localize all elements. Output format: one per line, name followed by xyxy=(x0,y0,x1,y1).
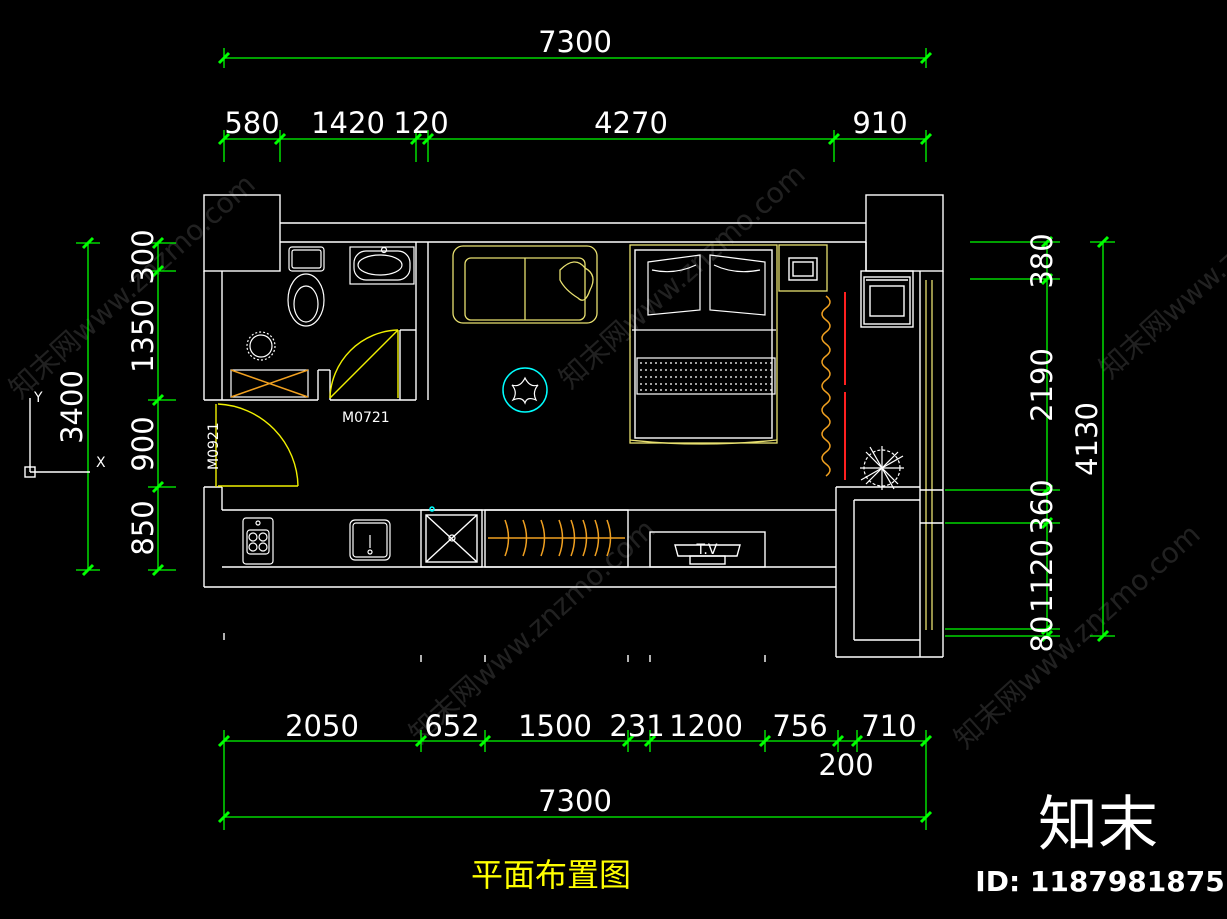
axis-x-label: X xyxy=(96,455,106,471)
right-dimension: 360 xyxy=(1025,479,1059,534)
door-m0921-label: M0921 xyxy=(206,422,222,470)
bed-throw-pattern xyxy=(640,362,772,391)
sofa xyxy=(452,245,598,324)
door-m0721-label: M0721 xyxy=(342,410,390,426)
left-dimensions: 3400 300 1350 900 850 xyxy=(55,229,176,577)
left-dimension: 900 xyxy=(126,416,160,471)
top-dimension: 4270 xyxy=(594,106,668,140)
bottom-dimension: 2050 xyxy=(285,709,359,743)
brand-logo: 知末 xyxy=(1038,790,1158,860)
shower-head xyxy=(230,331,309,398)
tv-label: T.V xyxy=(696,542,718,558)
bottom-dimension: 1200 xyxy=(669,709,743,743)
bottom-total-dimension: 7300 xyxy=(538,784,612,818)
stove xyxy=(242,517,274,565)
top-dimension: 120 xyxy=(393,106,448,140)
bathroom-sink xyxy=(349,246,415,285)
right-dimension: 380 xyxy=(1025,233,1059,288)
asset-id-label: ID: 1187981875 xyxy=(975,865,1224,898)
watermark: 知末网www.znzmo.com xyxy=(553,157,812,395)
curtain xyxy=(821,292,846,480)
toilet xyxy=(287,246,325,327)
top-dimension: 910 xyxy=(852,106,907,140)
double-bed xyxy=(629,244,778,445)
bottom-extra-dimension: 200 xyxy=(818,748,873,782)
bottom-dimensions: 2050 652 1500 231 1200 756 710 200 7300 xyxy=(217,709,933,830)
top-total-dimension: 7300 xyxy=(538,25,612,59)
bottom-dimension: 231 xyxy=(609,709,664,743)
top-dimension: 1420 xyxy=(311,106,385,140)
top-dimensions: 7300 580 1420 120 4270 910 xyxy=(217,25,933,162)
tv-cabinet: T.V xyxy=(649,531,766,568)
door-m0921: M0921 xyxy=(206,403,299,487)
left-dimension: 300 xyxy=(126,229,160,284)
bottom-dimension: 652 xyxy=(424,709,479,743)
shower-tray xyxy=(420,506,483,568)
kitchen-sink xyxy=(349,519,391,561)
right-dimension: 1120 xyxy=(1025,539,1059,613)
wardrobe xyxy=(484,509,629,568)
bottom-dimension: 756 xyxy=(772,709,827,743)
left-total-dimension: 3400 xyxy=(55,370,89,444)
right-dimension: 2190 xyxy=(1025,348,1059,422)
right-dimensions: 380 2190 360 1120 80 4130 xyxy=(945,233,1115,652)
drawing-title: 平面布置图 xyxy=(471,856,631,894)
ucs-axis-icon: Y X xyxy=(24,390,106,478)
watermark: 知末网www.znzmo.com xyxy=(1093,147,1227,385)
left-dimension: 1350 xyxy=(126,299,160,373)
bottom-dimension: 710 xyxy=(861,709,916,743)
bottom-dimension: 1500 xyxy=(518,709,592,743)
top-dimension: 580 xyxy=(224,106,279,140)
right-total-dimension: 4130 xyxy=(1070,402,1104,476)
right-dimension: 80 xyxy=(1025,616,1059,653)
nightstand xyxy=(778,244,828,292)
left-dimension: 850 xyxy=(126,500,160,555)
potted-plant xyxy=(860,446,904,490)
door-m0721: M0721 xyxy=(329,329,399,426)
washing-machine xyxy=(860,270,914,328)
axis-y-label: Y xyxy=(33,390,43,406)
round-rug xyxy=(502,367,548,413)
